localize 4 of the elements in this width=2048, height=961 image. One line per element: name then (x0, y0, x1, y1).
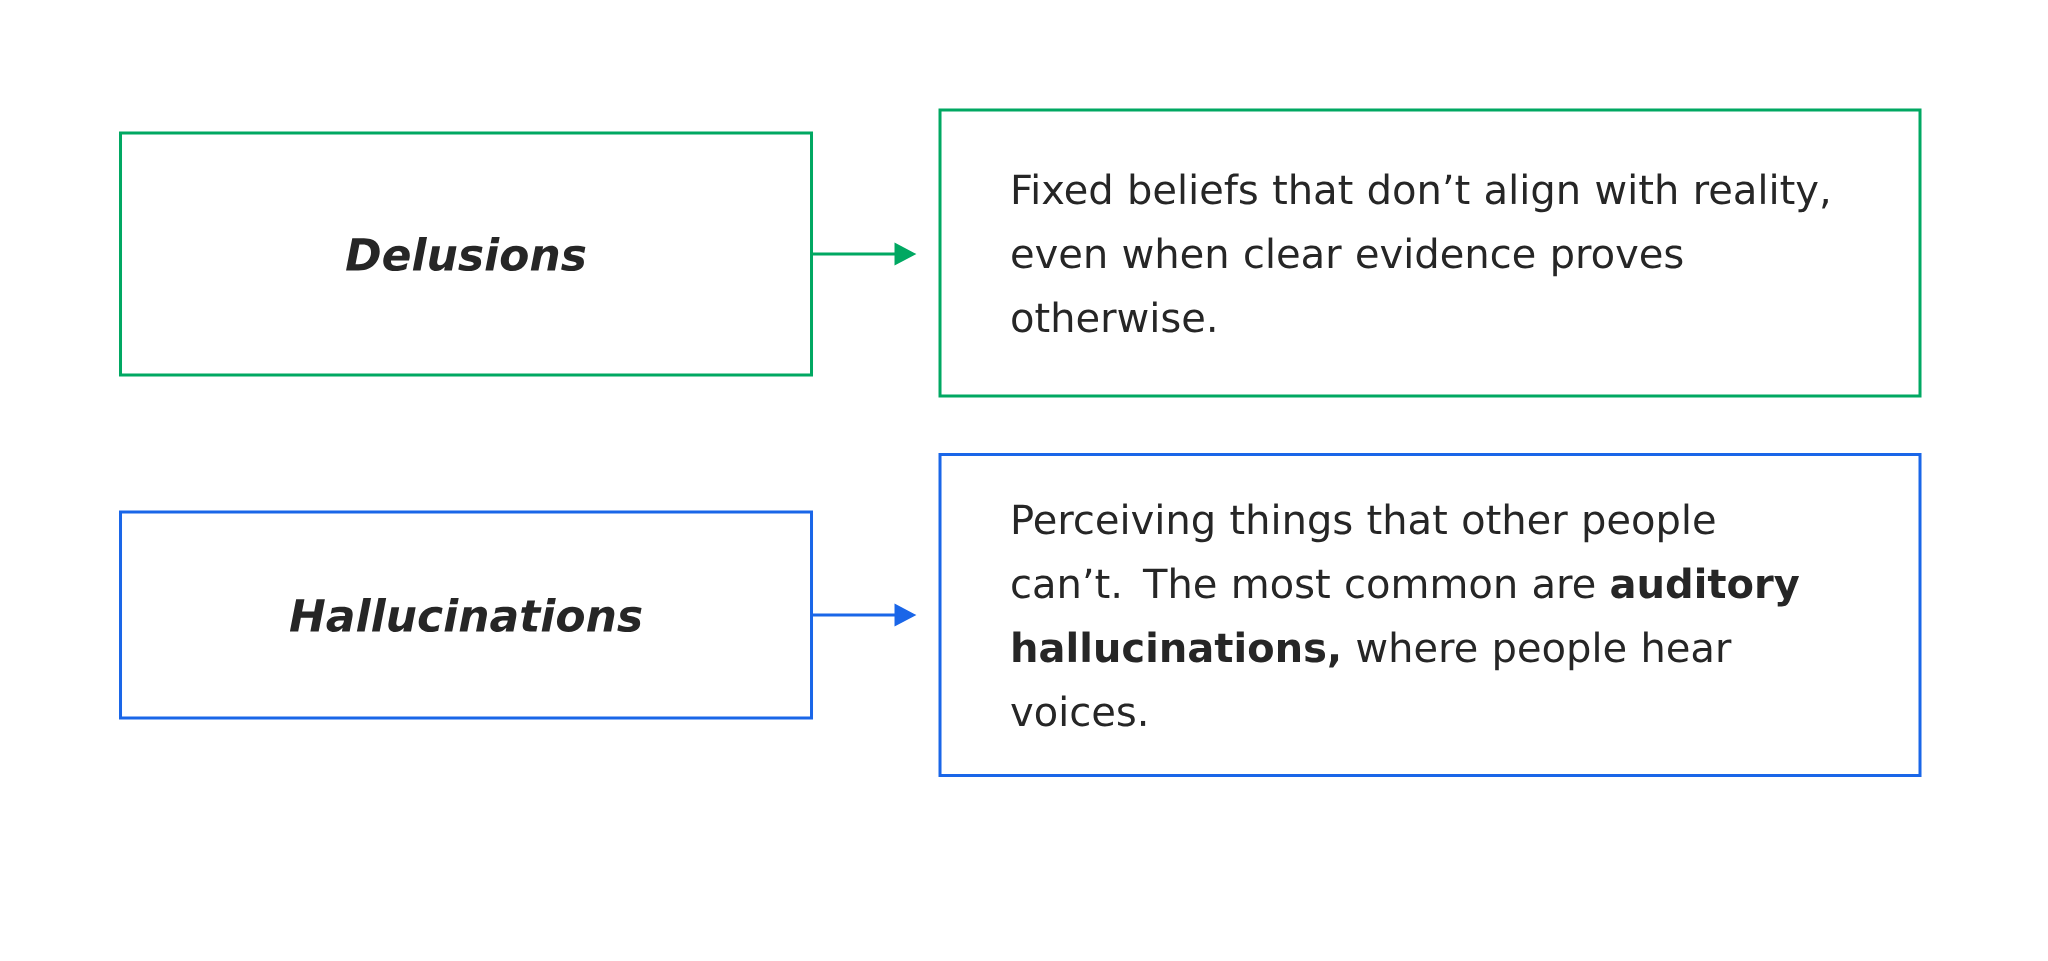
term-box: Hallucinations (119, 510, 813, 720)
description-box: Perceiving things that other people can’t. The most common are auditory hallucinations, where people hear voices. (938, 453, 1922, 777)
description-box: Fixed beliefs that don’t align with reality, even when clear evidence proves otherwise. (938, 108, 1922, 398)
term-box: Delusions (119, 131, 813, 377)
